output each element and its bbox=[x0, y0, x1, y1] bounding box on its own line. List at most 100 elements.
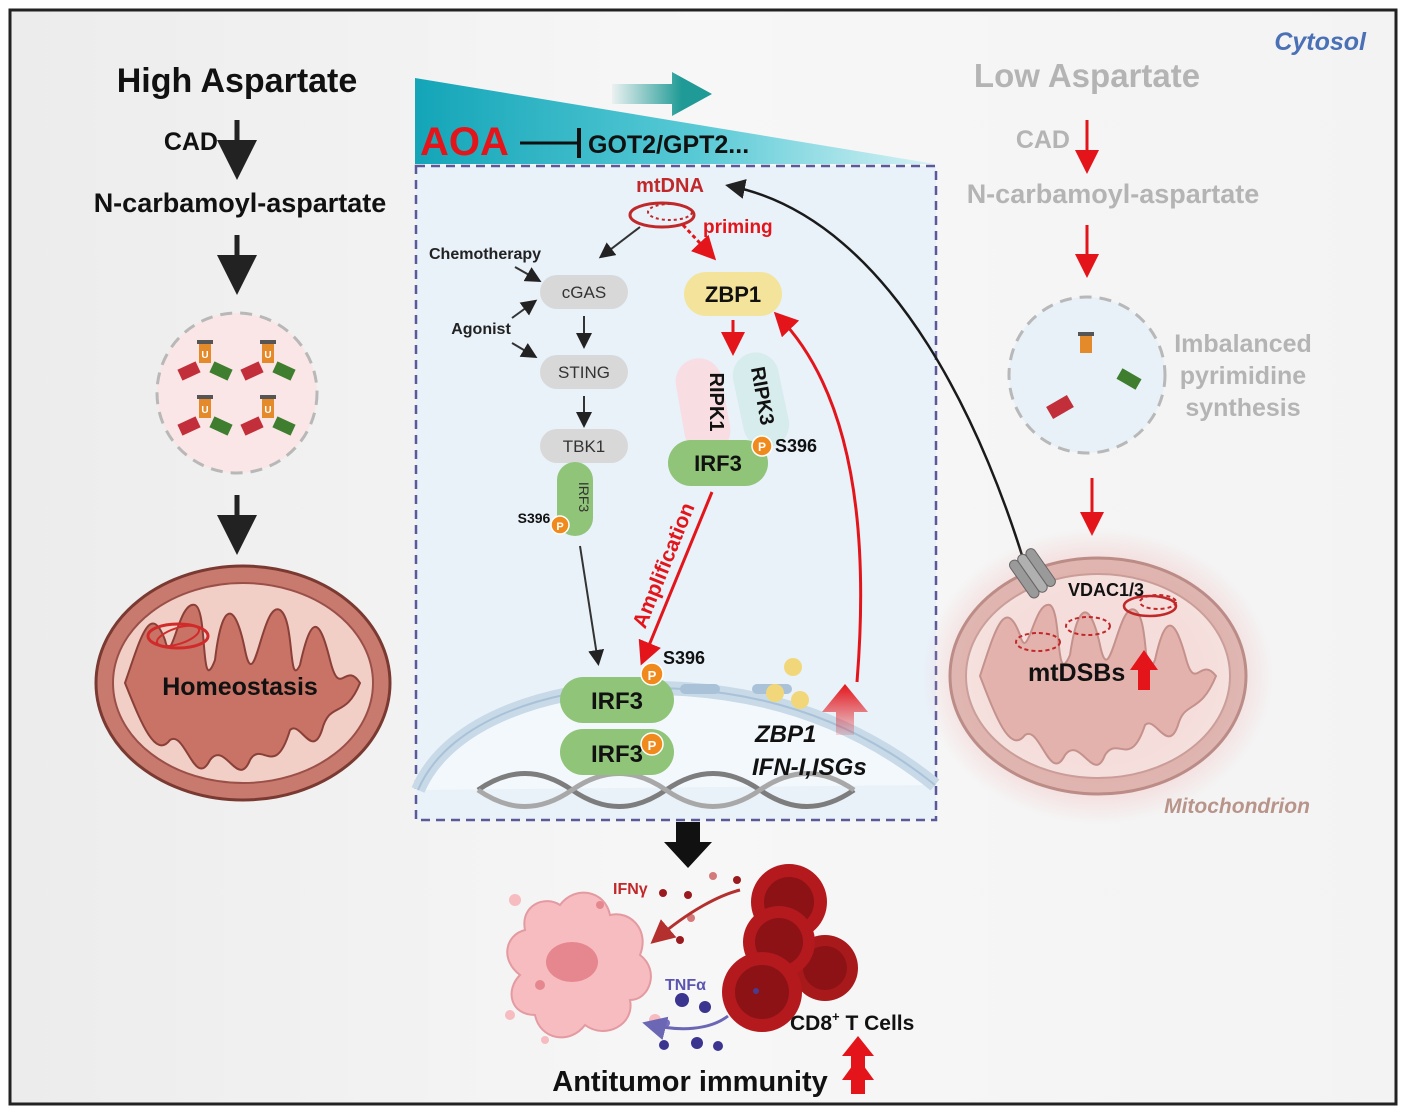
s396-label: S396 bbox=[775, 436, 817, 456]
pathway-box: mtDNA priming Chemotherapy cGAS Agonist … bbox=[411, 164, 940, 822]
right-low-aspartate-column: Low Aspartate CAD N-carbamoyl-aspartate … bbox=[923, 57, 1312, 824]
agonist-arrow-to-sting bbox=[511, 342, 538, 359]
antitumor-up-arrow bbox=[842, 1058, 874, 1094]
priming-label: priming bbox=[703, 217, 773, 238]
irf3-vertical-label: IRF3 bbox=[576, 482, 592, 513]
nuclear-pore bbox=[680, 684, 720, 694]
imbalanced-nucleotide-pool bbox=[1007, 295, 1167, 455]
s396-label: S396 bbox=[663, 648, 705, 668]
tnfa-arrow bbox=[642, 1014, 729, 1041]
homeostasis-label: Homeostasis bbox=[162, 673, 318, 701]
cad-label-right: CAD bbox=[1016, 126, 1070, 154]
teal-direction-arrow bbox=[612, 72, 712, 116]
uridine-letter: U bbox=[201, 405, 208, 416]
mtdna-break bbox=[1139, 594, 1177, 610]
phospho-badge-label: P bbox=[556, 521, 563, 533]
s396-label: S396 bbox=[518, 510, 551, 526]
vdac-label: VDAC1/3 bbox=[1068, 580, 1144, 600]
cd8-t-cells-icon bbox=[722, 864, 858, 1032]
ifn-isgs-gene-label: IFN-I,ISGs bbox=[752, 754, 867, 781]
healthy-mitochondrion bbox=[94, 564, 392, 802]
mtdna-rings-icon bbox=[628, 201, 696, 229]
phospho-badge-label: P bbox=[758, 440, 766, 454]
cd8-text: CD8 bbox=[790, 1012, 832, 1035]
agonist-arrow-to-cgas bbox=[511, 299, 538, 319]
aspartate-depletion-gradient: AOA GOT2/GPT2... bbox=[415, 72, 935, 164]
ripk1-node bbox=[675, 358, 731, 454]
zbp1-gene-label: ZBP1 bbox=[754, 721, 816, 748]
zbp1-node bbox=[684, 272, 782, 316]
mtdsbs-up-arrow bbox=[1130, 650, 1158, 690]
irf3-zbp1-label: IRF3 bbox=[694, 451, 742, 476]
damaged-mitochondrion bbox=[948, 556, 1248, 796]
transcript-particles bbox=[766, 658, 809, 709]
cgas-label: cGAS bbox=[562, 283, 606, 302]
tnfa-label: TNFα bbox=[665, 977, 706, 994]
low-aspartate-title: Low Aspartate bbox=[974, 57, 1200, 94]
nucleotide-cluster: U bbox=[177, 340, 233, 381]
mtdna-release-arrow bbox=[725, 179, 1027, 566]
t-cells-up-arrow bbox=[842, 1036, 874, 1068]
t-cells-text: T Cells bbox=[840, 1012, 915, 1035]
uridine-nucleotide-icon bbox=[1078, 332, 1094, 353]
mtdna-break bbox=[1015, 632, 1061, 652]
cgas-node bbox=[540, 275, 628, 309]
cd8-superscript: + bbox=[832, 1009, 840, 1024]
cytidine-nucleotide-icon bbox=[1046, 394, 1074, 420]
carbamoyl-aspartate-left: N-carbamoyl-aspartate bbox=[94, 188, 387, 218]
uridine-letter: U bbox=[264, 405, 271, 416]
sting-label: STING bbox=[558, 363, 610, 382]
tbk1-irf3-to-nucleus-arrow bbox=[579, 545, 605, 666]
mtdsbs-label: mtDSBs bbox=[1028, 659, 1125, 687]
antitumor-immunity-label: Antitumor immunity bbox=[552, 1066, 828, 1098]
chemotherapy-arrow bbox=[514, 266, 542, 282]
ifng-particles bbox=[659, 872, 741, 944]
down-arrow-to-immunity bbox=[664, 822, 712, 868]
uridine-letter: U bbox=[201, 350, 208, 361]
phospho-badge bbox=[751, 435, 773, 457]
uridine-letter: U bbox=[264, 350, 271, 361]
phospho-badge-label: P bbox=[648, 668, 657, 683]
mtdna-label: mtDNA bbox=[636, 175, 704, 197]
aoa-label: AOA bbox=[420, 120, 509, 164]
imbalanced-label-line1: Imbalanced bbox=[1174, 330, 1312, 358]
zbp1-label: ZBP1 bbox=[705, 282, 761, 307]
phospho-badge bbox=[640, 662, 664, 686]
phospho-badge bbox=[640, 732, 664, 756]
upregulation-arrow bbox=[822, 684, 868, 735]
irf3-zbp1-node bbox=[668, 440, 768, 486]
cd8-t-cells-label: CD8+ T Cells bbox=[790, 1009, 914, 1035]
dna-strand bbox=[476, 771, 856, 809]
tumor-cell-icon bbox=[505, 891, 661, 1044]
irf3-nuclear-label: IRF3 bbox=[591, 688, 643, 715]
thymidine-nucleotide-icon bbox=[1116, 368, 1142, 390]
mtdna-break bbox=[1065, 616, 1111, 636]
amplification-arrow bbox=[638, 491, 714, 666]
mtdna-break bbox=[1122, 594, 1178, 618]
vdac-channel-icon bbox=[1009, 548, 1056, 599]
got2-gpt2-label: GOT2/GPT2... bbox=[588, 131, 749, 159]
irf3-nuclear-node bbox=[560, 677, 674, 723]
sting-node bbox=[540, 355, 628, 389]
mtdna-to-cgas-arrow bbox=[598, 226, 641, 259]
nucleotide-cluster: U bbox=[240, 395, 296, 436]
tbk1-node bbox=[540, 429, 628, 463]
nucleotide-cluster: U bbox=[240, 340, 296, 381]
agonist-label: Agonist bbox=[451, 321, 511, 338]
imbalanced-label-line3: synthesis bbox=[1185, 394, 1300, 422]
irf3-nuclear-label: IRF3 bbox=[591, 741, 643, 768]
mitochondrion-label: Mitochondrion bbox=[1164, 795, 1310, 818]
carbamoyl-aspartate-right: N-carbamoyl-aspartate bbox=[967, 179, 1260, 209]
ifng-label: IFNγ bbox=[613, 881, 648, 898]
high-aspartate-title: High Aspartate bbox=[117, 62, 358, 100]
imbalanced-label-line2: pyrimidine bbox=[1180, 362, 1307, 390]
antitumor-section: IFNγ TNFα CD8+ T Cells Antitumor immunit… bbox=[505, 822, 914, 1098]
cad-label-left: CAD bbox=[164, 128, 218, 156]
tbk1-label: TBK1 bbox=[563, 437, 606, 456]
ifng-arrow bbox=[650, 888, 741, 944]
chemotherapy-label: Chemotherapy bbox=[429, 246, 541, 263]
feedback-to-zbp1-arrow bbox=[773, 311, 863, 683]
phospho-badge-label: P bbox=[648, 738, 657, 753]
ripk1-label: RIPK1 bbox=[705, 373, 727, 432]
